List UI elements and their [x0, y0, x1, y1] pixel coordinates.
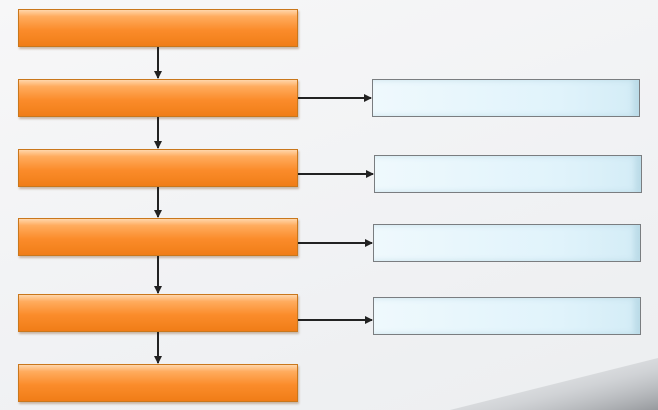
output-box-1	[372, 79, 640, 117]
output-box-3	[373, 224, 641, 262]
process-step-6	[18, 364, 298, 402]
output-box-2	[374, 155, 642, 193]
process-step-5	[18, 294, 298, 332]
process-step-1	[18, 9, 298, 47]
process-step-3	[18, 149, 298, 187]
output-box-4	[373, 297, 641, 335]
process-step-4	[18, 218, 298, 256]
process-step-2	[18, 79, 298, 117]
